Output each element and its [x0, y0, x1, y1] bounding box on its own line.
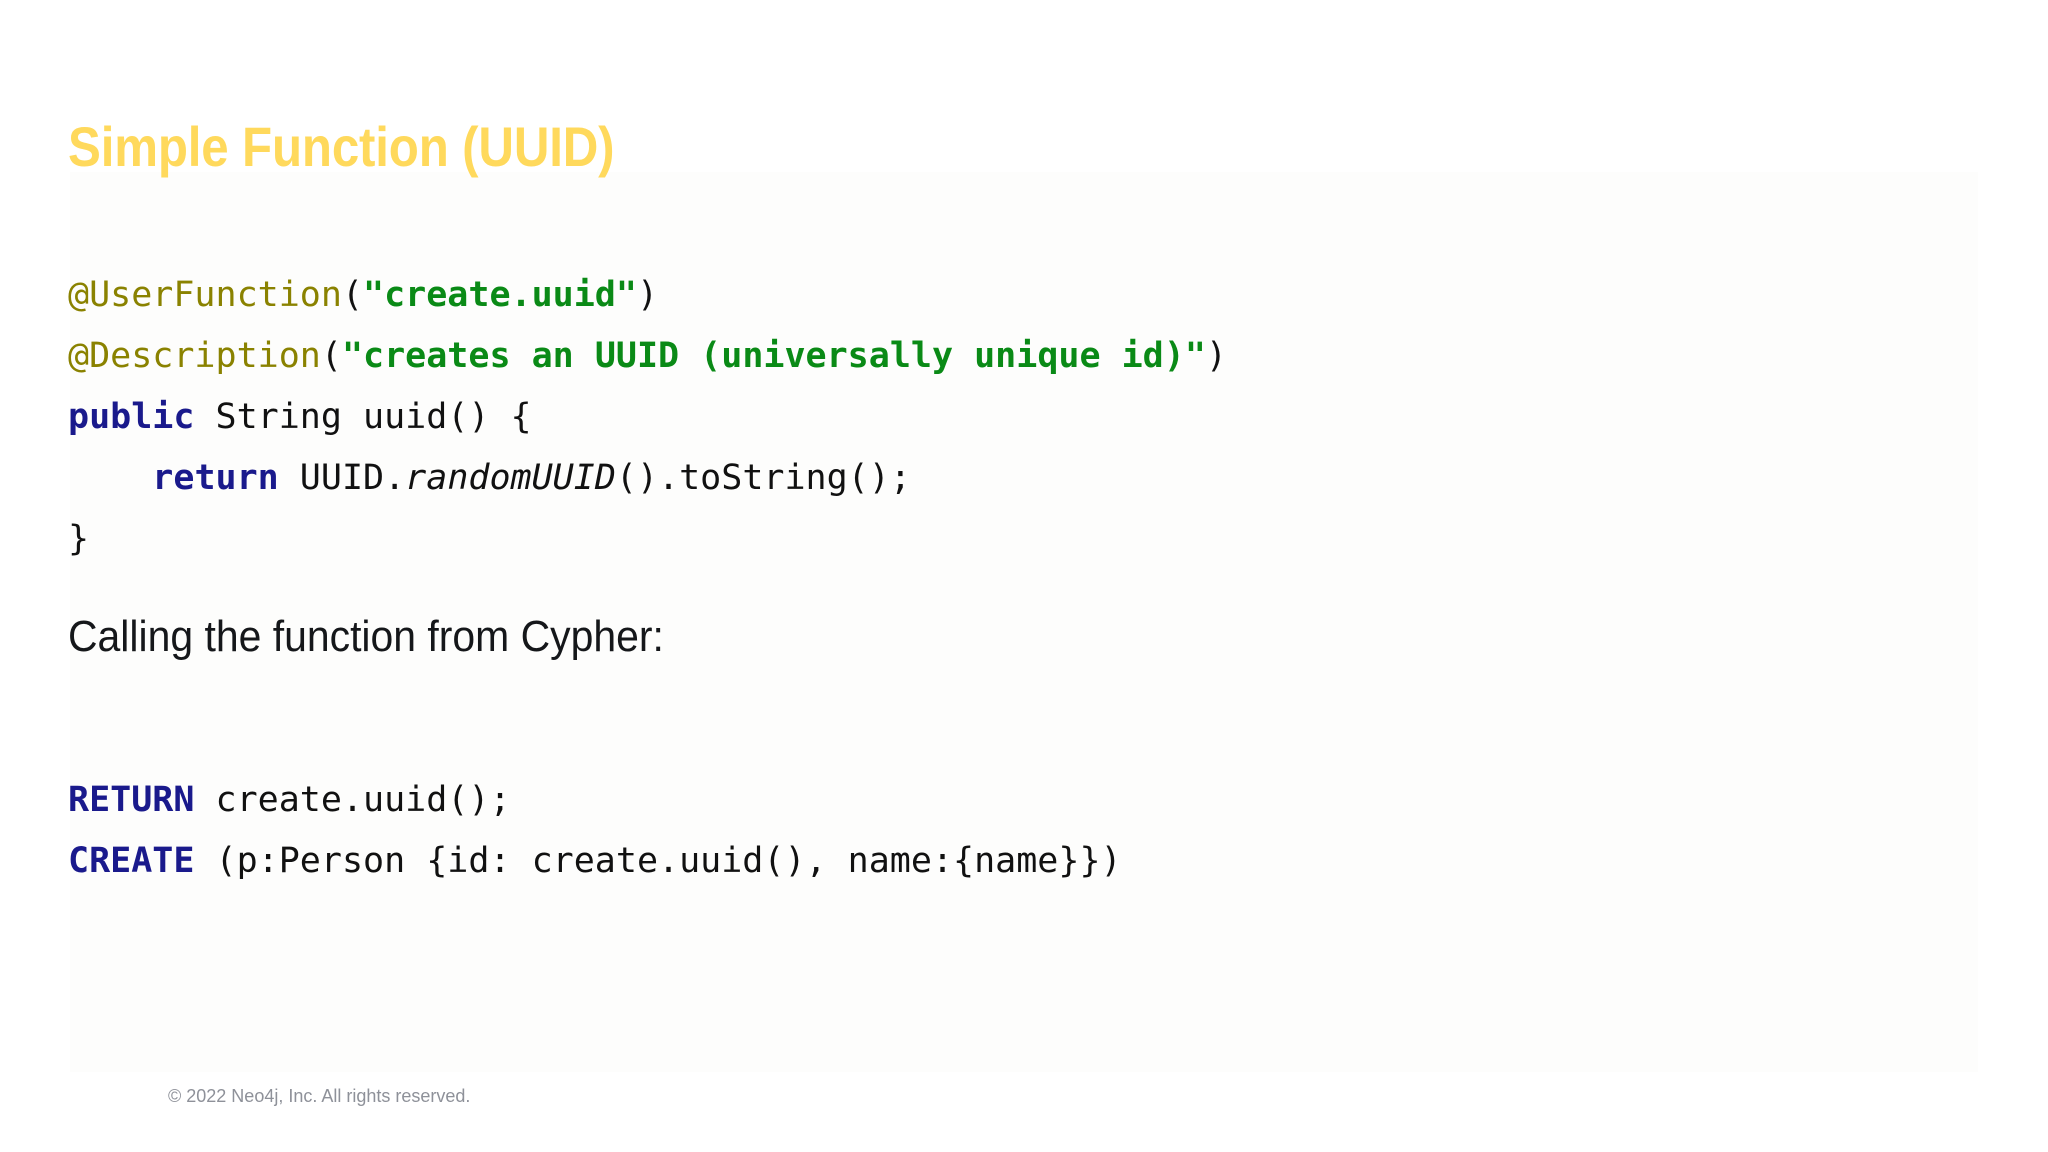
code-token-string: "create.uuid"	[363, 275, 637, 315]
code-token-annotation: @UserFunction	[68, 275, 342, 315]
code-token-plain: (p:Person {id: create.uuid(), name:{name…	[194, 841, 1122, 881]
java-code-block: @UserFunction("create.uuid") @Descriptio…	[68, 265, 1227, 570]
code-token-plain: UUID.	[278, 458, 406, 498]
code-line: @Description("creates an UUID (universal…	[68, 336, 1227, 376]
code-token-keyword: public	[68, 397, 195, 437]
cypher-intro-text: Calling the function from Cypher:	[68, 612, 664, 661]
content-panel	[70, 172, 1978, 1072]
code-line: RETURN create.uuid();	[68, 780, 511, 820]
code-token-plain: ().toString();	[615, 458, 911, 498]
code-line: CREATE (p:Person {id: create.uuid(), nam…	[68, 841, 1122, 881]
cypher-code-block: RETURN create.uuid(); CREATE (p:Person {…	[68, 770, 1122, 892]
code-token-keyword: RETURN	[68, 780, 195, 820]
code-token-annotation: @Description	[68, 336, 321, 376]
code-token-plain: }	[68, 519, 90, 559]
code-token-plain: )	[1205, 336, 1227, 376]
code-token-plain: String uuid() {	[194, 397, 532, 437]
code-token-keyword: return	[152, 458, 279, 498]
code-token-plain: create.uuid();	[194, 780, 511, 820]
code-line: }	[68, 519, 89, 559]
code-token-plain: (	[320, 336, 342, 376]
code-token-plain: )	[636, 275, 659, 315]
code-line: @UserFunction("create.uuid")	[68, 275, 658, 315]
code-line: return UUID.randomUUID().toString();	[68, 458, 911, 498]
page-title: Simple Function (UUID)	[68, 114, 615, 178]
code-line: public String uuid() {	[68, 397, 532, 437]
code-token-string: "creates an UUID (universally unique id)…	[341, 336, 1206, 376]
copyright-footer: © 2022 Neo4j, Inc. All rights reserved.	[168, 1086, 471, 1106]
code-token-plain: (	[341, 275, 364, 315]
code-token-plain	[68, 458, 152, 498]
code-token-italic: randomUUID	[405, 458, 616, 498]
code-token-keyword: CREATE	[68, 841, 195, 881]
